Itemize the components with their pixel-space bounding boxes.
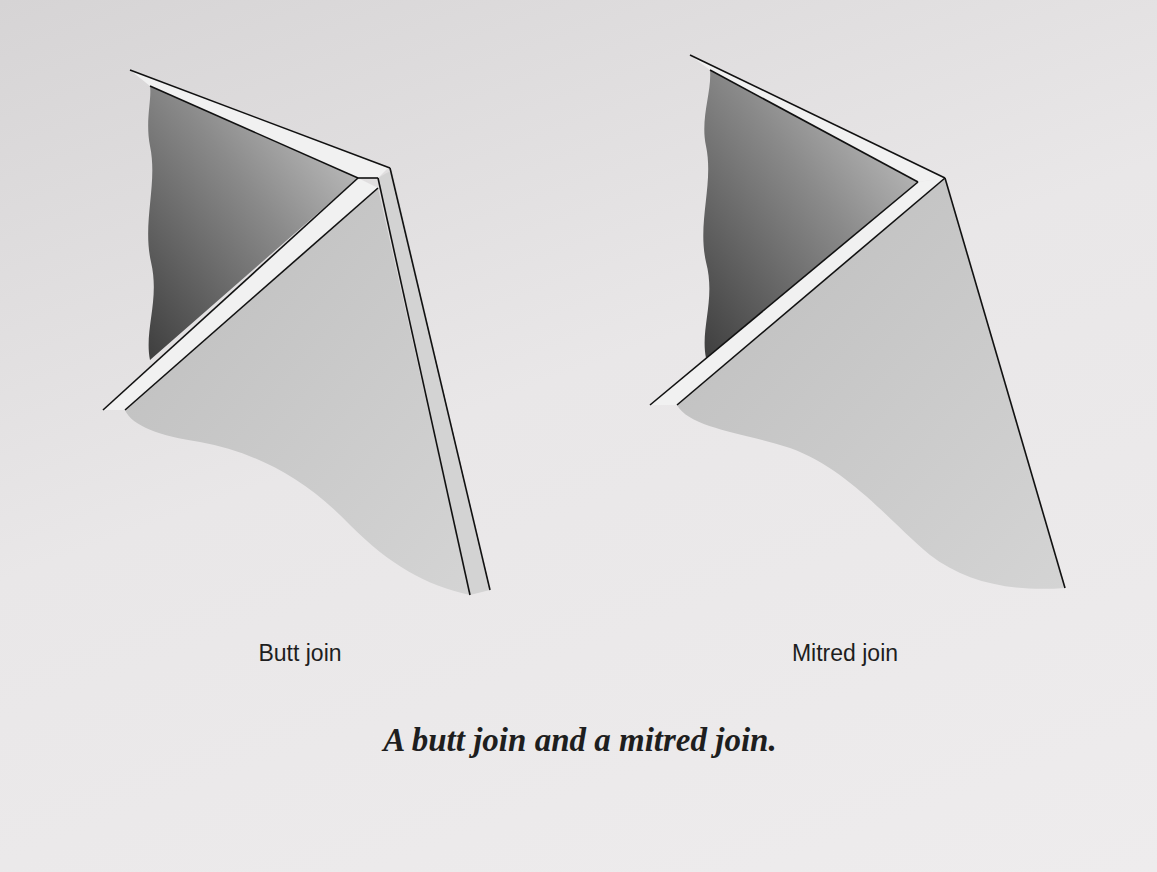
butt-join-figure: [103, 70, 490, 595]
figure-caption: A butt join and a mitred join.: [383, 722, 776, 759]
part-label: Butt join: [258, 640, 341, 667]
part-label: Mitred join: [792, 640, 898, 667]
mitred-join-figure: [650, 55, 1065, 589]
